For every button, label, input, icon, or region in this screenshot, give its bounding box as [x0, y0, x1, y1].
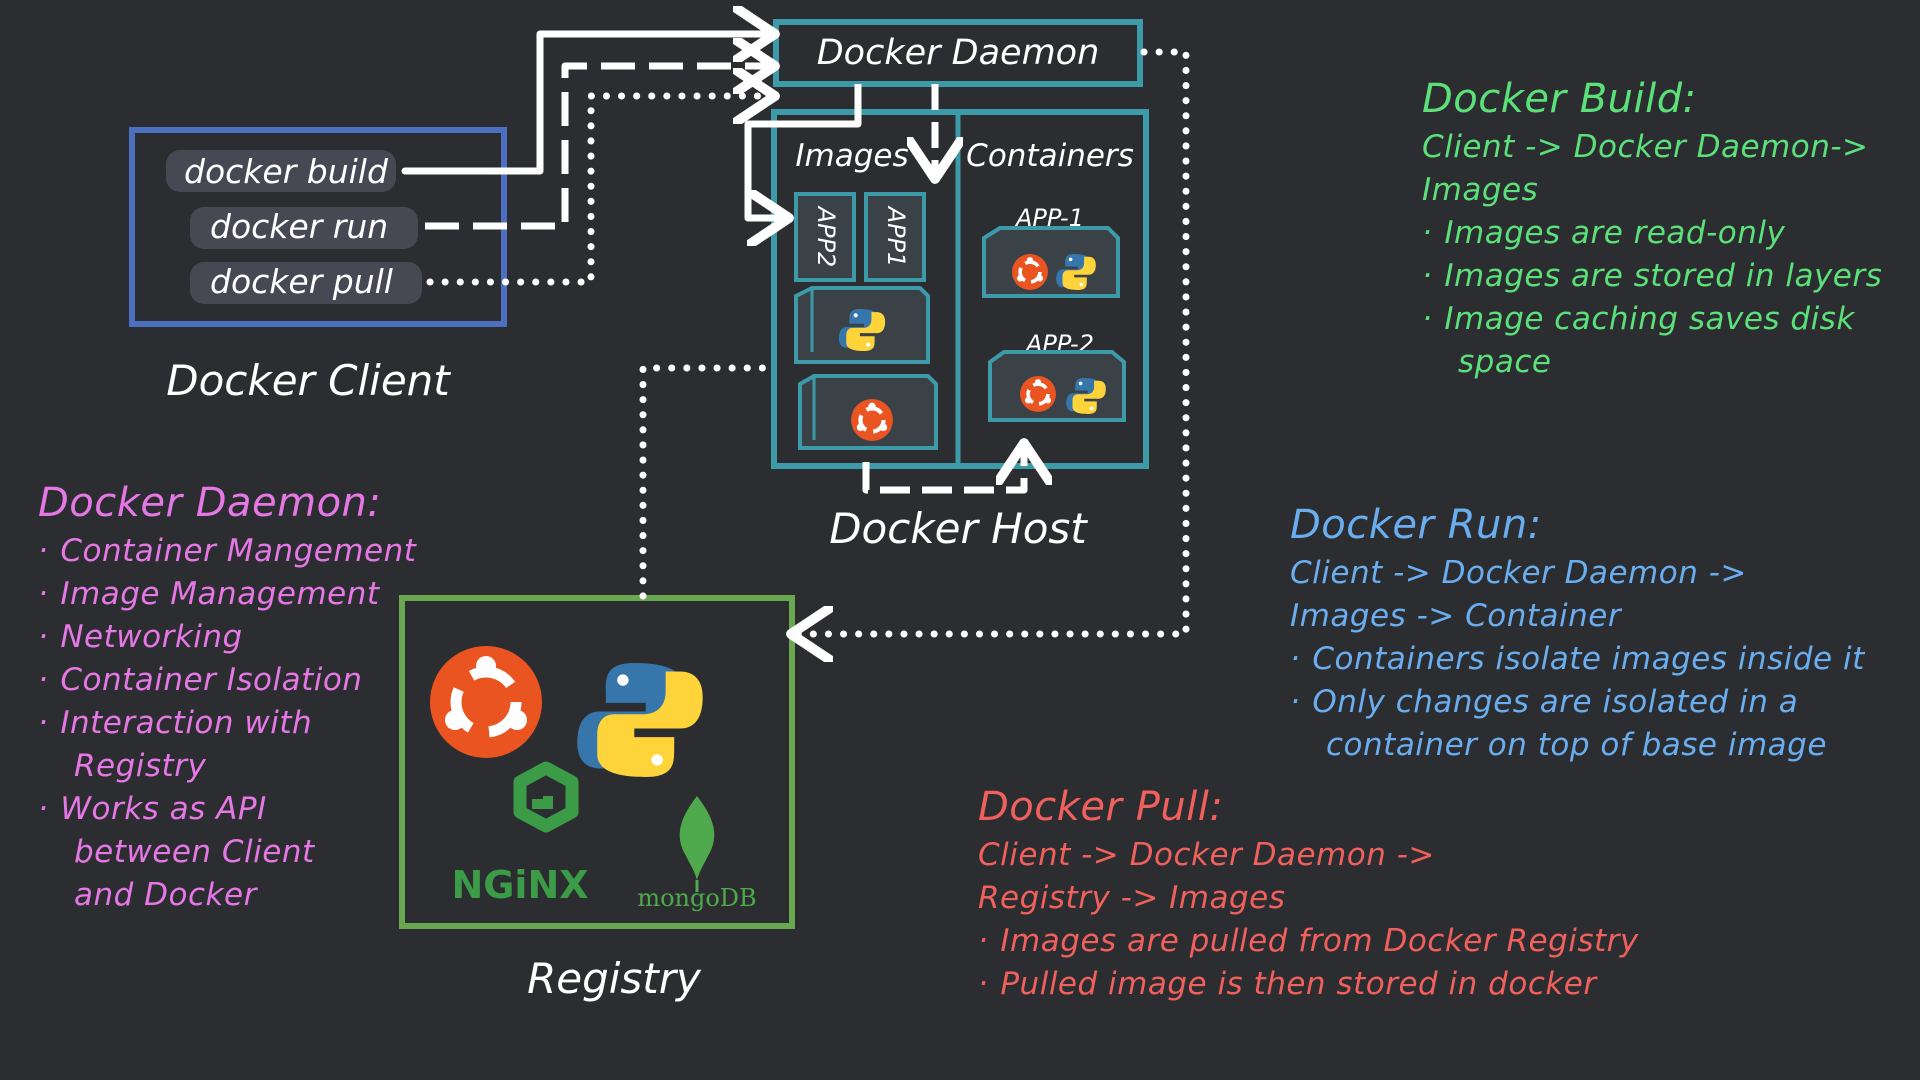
- container-app-1: [982, 226, 1120, 298]
- pull-bullet: ·Pulled image is then stored in docker: [978, 966, 1597, 1002]
- docker-client-title: Docker Client: [166, 356, 451, 405]
- daemon-bullet-continued: and Docker: [74, 877, 257, 913]
- docker-host-title: Docker Host: [829, 504, 1088, 553]
- run-bullet-continued: container on top of base image: [1326, 727, 1827, 763]
- container-app-2: [988, 350, 1126, 422]
- daemon-bullet-continued: Registry: [74, 748, 207, 784]
- build-flow-line-1: Client -> Docker Daemon->: [1422, 129, 1869, 165]
- docker-pull-title: Docker Pull:: [978, 784, 1224, 830]
- mongodb-leaf-icon: [679, 796, 715, 880]
- docker-build-highlight: [166, 150, 396, 192]
- run-flow-line-1: Client -> Docker Daemon ->: [1290, 555, 1747, 591]
- pull-flow-line-1: Client -> Docker Daemon ->: [978, 837, 1435, 873]
- daemon-bullet: ·Image Management: [38, 576, 380, 612]
- image-tile-app2: [794, 192, 856, 282]
- daemon-bullet: ·Container Isolation: [38, 662, 363, 698]
- image-tile-app2-label: APP2: [812, 205, 840, 268]
- build-bullet: ·Image caching saves disk: [1422, 301, 1855, 337]
- build-bullet: ·Images are stored in layers: [1422, 258, 1883, 294]
- run-flow-line-2: Images -> Container: [1290, 598, 1622, 634]
- docker-run-title: Docker Run:: [1290, 502, 1542, 548]
- mongodb-wordmark: mongoDB: [637, 884, 756, 912]
- docker-build-title: Docker Build:: [1422, 76, 1697, 122]
- registry-title: Registry: [527, 954, 702, 1003]
- image-layer-python: [794, 286, 930, 364]
- ubuntu-icon: [1010, 252, 1050, 292]
- daemon-to-registry-arrow: [798, 48, 1190, 634]
- registry-nginx-logo: NGiNX: [451, 761, 589, 907]
- build-bullet: ·Images are read-only: [1422, 215, 1786, 251]
- cmd-docker-build[interactable]: docker build: [184, 152, 389, 191]
- ubuntu-icon: [851, 399, 893, 441]
- daemon-bullet: ·Networking: [38, 619, 243, 655]
- run-bullet: ·Only changes are isolated in a: [1290, 684, 1799, 720]
- image-tile-app1: [864, 192, 926, 282]
- image-layer-ubuntu: [798, 374, 938, 450]
- docker-daemon-notes-title: Docker Daemon:: [38, 480, 382, 526]
- pull-flow-line-2: Registry -> Images: [978, 880, 1286, 916]
- registry-box: [399, 595, 795, 929]
- containers-label: Containers: [966, 138, 1134, 174]
- registry-mongodb-logo: mongoDB: [637, 796, 757, 912]
- images-to-containers-arrow: [862, 450, 1024, 494]
- daemon-to-images-arrow: [744, 84, 862, 218]
- image-tile-app1-label: APP1: [882, 205, 910, 268]
- docker-daemon-notes: Docker Daemon: ·Container Mangement ·Ima…: [38, 478, 416, 917]
- build-bullet-continued: space: [1458, 344, 1552, 380]
- cmd-docker-pull[interactable]: docker pull: [210, 262, 393, 301]
- run-arrow-client-to-daemon: [425, 66, 768, 230]
- nginx-wordmark: NGiNX: [451, 863, 588, 907]
- docker-run-notes: Docker Run: Client -> Docker Daemon -> I…: [1290, 500, 1865, 767]
- run-bullet: ·Containers isolate images inside it: [1290, 641, 1865, 677]
- daemon-bullet: ·Interaction with: [38, 705, 313, 741]
- docker-pull-notes: Docker Pull: Client -> Docker Daemon -> …: [978, 782, 1639, 1006]
- docker-build-notes: Docker Build: Client -> Docker Daemon-> …: [1422, 74, 1882, 384]
- build-flow-line-2: Images: [1422, 172, 1539, 208]
- ubuntu-icon: [1018, 374, 1058, 414]
- registry-python-logo: [577, 663, 703, 777]
- pull-bullet: ·Images are pulled from Docker Registry: [978, 923, 1639, 959]
- docker-pull-highlight: [190, 262, 422, 304]
- daemon-bullet: ·Works as API: [38, 791, 267, 827]
- daemon-bullet: ·Container Mangement: [38, 533, 417, 569]
- docker-daemon-label: Docker Daemon: [817, 33, 1100, 73]
- nginx-icon: [513, 761, 579, 833]
- pull-arrow-client-to-daemon: [426, 96, 768, 286]
- images-label: Images: [795, 138, 908, 174]
- build-arrow-client-to-daemon: [401, 34, 768, 175]
- cmd-docker-run[interactable]: docker run: [210, 207, 388, 246]
- registry-ubuntu-logo: [430, 646, 542, 758]
- docker-run-highlight: [190, 207, 418, 249]
- registry-to-images-arrow: [639, 364, 772, 600]
- daemon-bullet-continued: between Client: [74, 834, 315, 870]
